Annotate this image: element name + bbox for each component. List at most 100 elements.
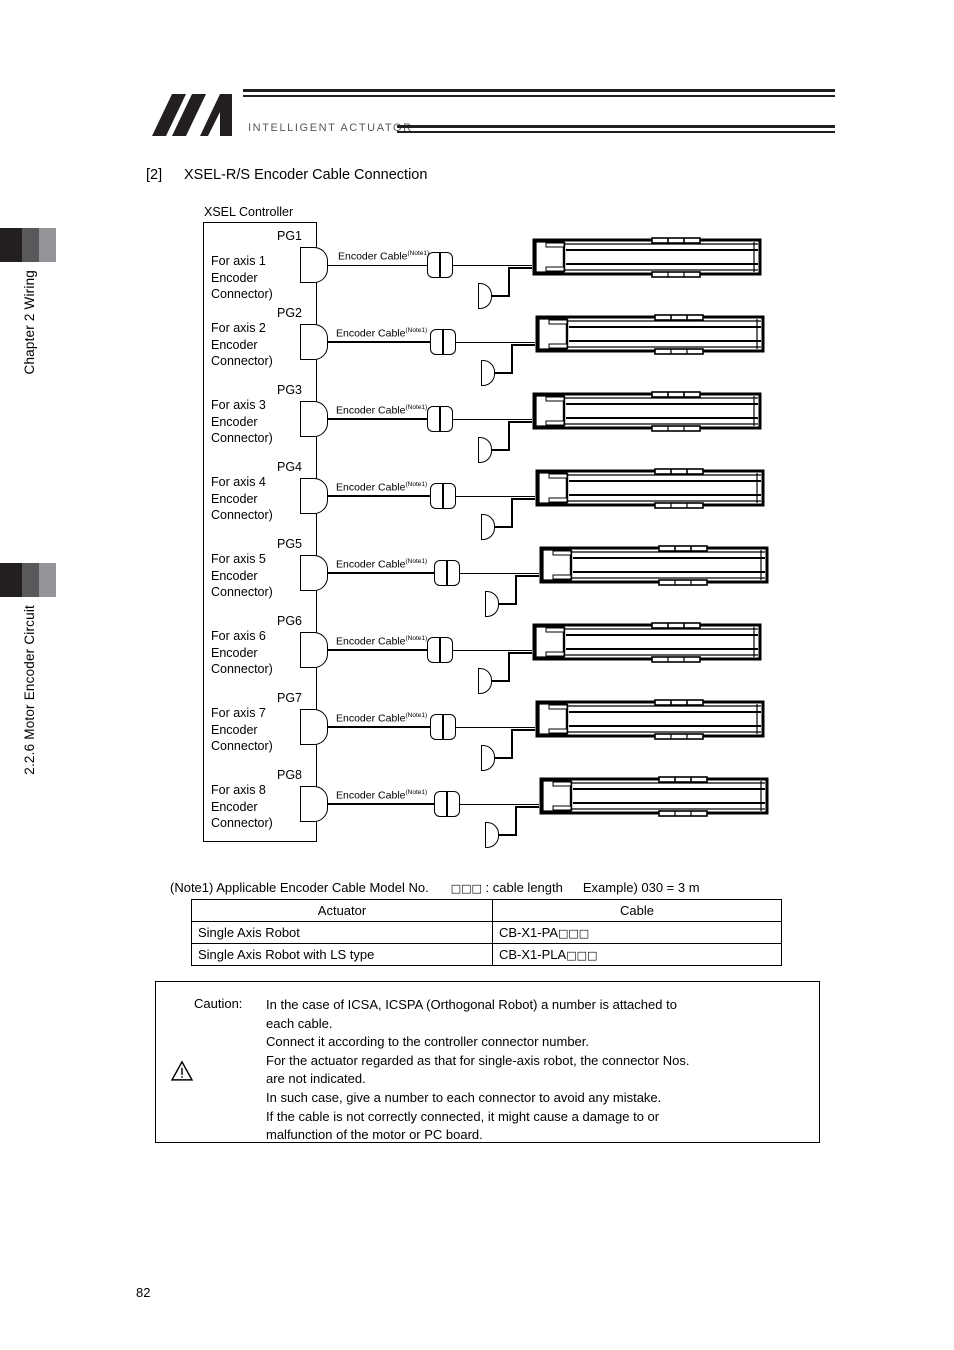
encoder-cable-label-6: Encoder Cable(Note1) [336, 635, 428, 648]
pg-label-pg8: PG8 [277, 768, 303, 782]
actuator-feed-wire-3 [453, 418, 532, 420]
encoder-cable-wire-5 [328, 572, 434, 575]
elbow-h2-4 [511, 498, 535, 501]
actuator-connector-6 [478, 668, 492, 694]
controller-connector-3 [300, 401, 328, 437]
caution-line: If the cable is not correctly connected,… [266, 1108, 660, 1124]
ia-logo-icon [152, 94, 232, 136]
axis-label-line: For axis 3 [211, 398, 266, 412]
table-header-row: Actuator Cable [191, 899, 782, 922]
header-rule-top-thick [243, 89, 835, 92]
encoder-cable-wire-1 [328, 264, 427, 266]
axis-label-line: Connector) [211, 662, 273, 676]
elbow-v-2 [511, 344, 514, 374]
header-rule-top-thin [243, 95, 835, 97]
axis-label-line: Encoder [211, 645, 258, 660]
single-axis-robot-8 [539, 773, 771, 821]
page-title: [2]XSEL-R/S Encoder Cable Connection [146, 167, 427, 183]
actuator-connector-5 [485, 591, 499, 617]
elbow-h2-2 [511, 344, 535, 347]
elbow-h1-1 [492, 295, 510, 298]
single-axis-robot-7 [535, 696, 767, 744]
controller-connector-8 [300, 786, 328, 822]
table-header-actuator: Actuator [191, 899, 493, 922]
actuator-connector-3 [478, 437, 492, 463]
note-line: (Note1) Applicable Encoder Cable Model N… [170, 880, 700, 895]
axis-label-line: For axis 5 [211, 552, 266, 566]
elbow-v-6 [508, 652, 511, 682]
pg-label-pg3: PG3 [277, 383, 303, 397]
band-dark [0, 563, 22, 597]
axis-label-line: For axis 7 [211, 706, 266, 720]
cable-coupler-5 [434, 560, 460, 586]
axis-label-line: For axis 2 [211, 321, 266, 335]
elbow-h1-4 [495, 526, 513, 529]
sidebar-tab-chapter: Chapter 2 Wiring [0, 228, 56, 375]
table-header-cable: Cable [492, 899, 782, 922]
encoder-cable-wire-6 [328, 649, 427, 652]
band-light [39, 563, 56, 597]
section-index: [2] [146, 167, 163, 183]
caution-label: Caution: [194, 996, 243, 1011]
axis-label-line: Connector) [211, 354, 273, 368]
axis-label-line: For axis 1 [211, 254, 266, 268]
axis-label-line: Connector) [211, 585, 273, 599]
caution-line: are not indicated. [266, 1071, 366, 1087]
cell-cable-0: CB-X1-PA□□□ [492, 921, 782, 944]
pg-label-pg7: PG7 [277, 691, 303, 705]
encoder-cable-wire-8 [328, 803, 434, 806]
band-mid [22, 563, 39, 597]
axis-label-line: Encoder [211, 722, 258, 737]
axis-label-line: Encoder [211, 799, 258, 814]
cable-note-sup: (Note1) [405, 558, 428, 565]
elbow-h1-8 [499, 834, 517, 837]
cable-note-sup: (Note1) [407, 250, 430, 257]
elbow-h2-7 [511, 729, 535, 732]
cable-model-table: Actuator Cable Single Axis Robot CB-X1-P… [191, 899, 782, 966]
elbow-v-1 [508, 267, 511, 297]
encoder-cable-wire-2 [328, 341, 430, 344]
axis-label-line: Connector) [211, 739, 273, 753]
cable-coupler-8 [434, 791, 460, 817]
axis-label-line: Encoder [211, 414, 258, 429]
cable-suffix-1: □□□ [566, 949, 598, 962]
elbow-v-7 [511, 729, 514, 759]
actuator-feed-wire-8 [460, 803, 539, 805]
controller-connector-1 [300, 247, 328, 283]
encoder-cable-label-7: Encoder Cable(Note1) [336, 712, 428, 725]
cable-coupler-1 [427, 252, 453, 278]
axis-label-line: Encoder [211, 270, 258, 285]
elbow-h2-6 [508, 652, 532, 655]
cable-note-sup: (Note1) [405, 327, 428, 334]
pg-label-pg4: PG4 [277, 460, 303, 474]
cable-note-sup: (Note1) [405, 789, 428, 796]
axis-label-line: Encoder [211, 568, 258, 583]
axis-label-line: For axis 6 [211, 629, 266, 643]
actuator-connector-7 [481, 745, 495, 771]
encoder-cable-wire-3 [328, 418, 427, 421]
elbow-h2-1 [508, 267, 532, 270]
encoder-cable-wire-4 [328, 495, 430, 498]
pg-label-pg6: PG6 [277, 614, 303, 628]
caution-box: Caution: In the case of ICSA, ICSPA (Ort… [155, 981, 820, 1143]
encoder-cable-label-5: Encoder Cable(Note1) [336, 558, 428, 571]
cable-suffix-0: □□□ [558, 927, 590, 940]
pg-label-pg2: PG2 [277, 306, 303, 320]
controller-caption: XSEL Controller [204, 205, 294, 219]
band-dark [0, 228, 22, 262]
cable-note-sup: (Note1) [405, 635, 428, 642]
controller-connector-7 [300, 709, 328, 745]
caution-line: malfunction of the motor or PC board. [266, 1127, 483, 1143]
cable-coupler-7 [430, 714, 456, 740]
controller-connector-6 [300, 632, 328, 668]
sidebar-tab-bands [0, 228, 56, 262]
caution-line: In the case of ICSA, ICSPA (Orthogonal R… [266, 997, 677, 1012]
controller-connector-5 [300, 555, 328, 591]
elbow-h1-2 [495, 372, 513, 375]
